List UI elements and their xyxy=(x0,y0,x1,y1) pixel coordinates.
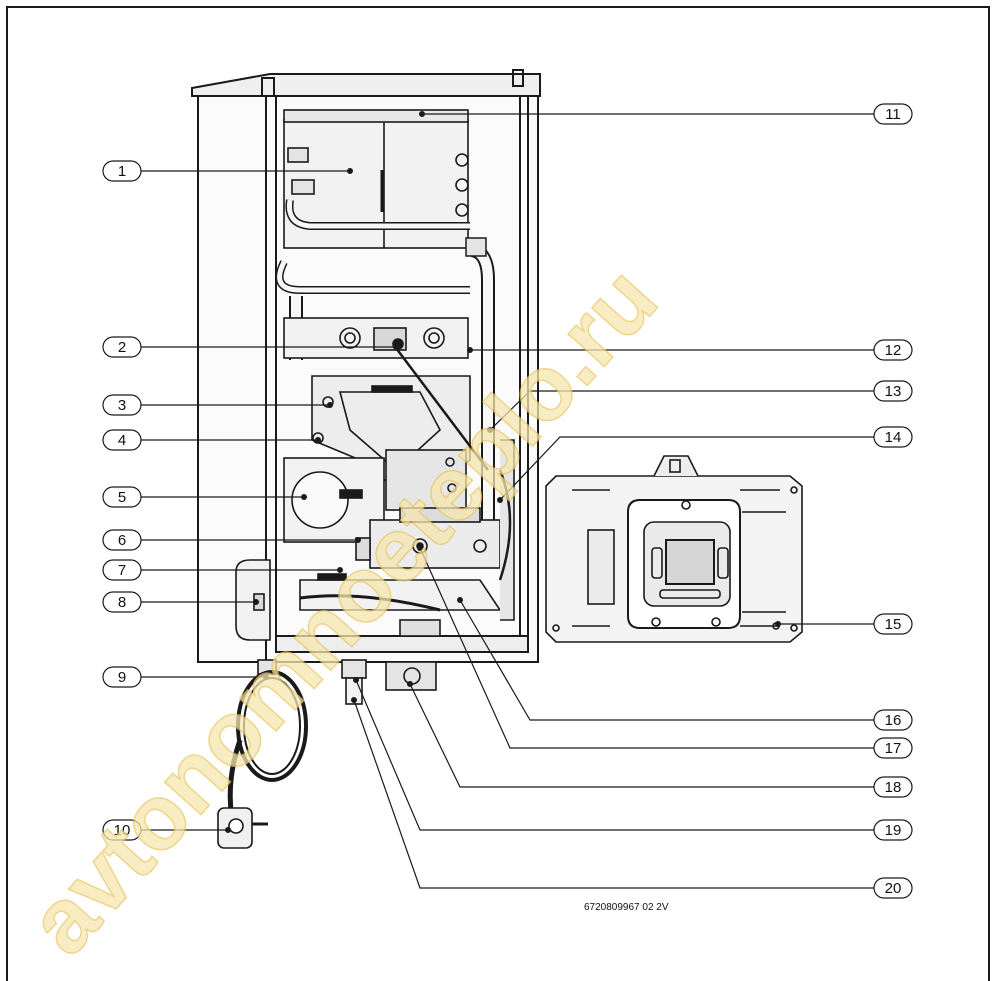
leader-dot-8 xyxy=(253,598,260,605)
leader-line-16 xyxy=(459,599,874,721)
callout-number-16: 16 xyxy=(885,712,902,729)
callout-badge-19 xyxy=(873,819,913,841)
callout-14: 14 xyxy=(873,426,913,448)
leader-dot-7 xyxy=(337,566,344,573)
callout-badge-6 xyxy=(102,529,142,551)
callout-10: 10 xyxy=(102,819,142,841)
callout-20: 20 xyxy=(873,877,913,899)
callout-3: 3 xyxy=(102,394,142,416)
leader-dot-9 xyxy=(263,673,270,680)
callout-19: 19 xyxy=(873,819,913,841)
fan xyxy=(283,457,385,543)
callout-2: 2 xyxy=(102,336,142,358)
leader-dot-1 xyxy=(347,168,354,175)
diagram-frame xyxy=(6,6,990,981)
callout-number-17: 17 xyxy=(885,740,902,757)
callout-number-18: 18 xyxy=(885,779,902,796)
callout-12: 12 xyxy=(873,339,913,361)
callout-8: 8 xyxy=(102,591,142,613)
leader-dot-5 xyxy=(301,494,308,501)
callout-4: 4 xyxy=(102,429,142,451)
leader-dot-2 xyxy=(393,344,400,351)
leader-dot-19 xyxy=(353,676,360,683)
callout-number-9: 9 xyxy=(118,669,126,686)
callout-badge-13 xyxy=(873,380,913,402)
leader-dot-18 xyxy=(407,680,414,687)
callout-number-4: 4 xyxy=(118,432,126,449)
callout-badge-17 xyxy=(873,737,913,759)
leader-dot-11 xyxy=(419,110,426,117)
callout-11: 11 xyxy=(873,103,913,125)
callout-badge-18 xyxy=(873,776,913,798)
callout-number-13: 13 xyxy=(885,383,902,400)
leader-dot-20 xyxy=(351,696,358,703)
callout-number-2: 2 xyxy=(118,339,126,356)
callout-6: 6 xyxy=(102,529,142,551)
callout-number-5: 5 xyxy=(118,489,126,506)
leader-dot-17 xyxy=(417,544,424,551)
callout-17: 17 xyxy=(873,737,913,759)
leader-line-17 xyxy=(419,547,874,749)
burner-assembly xyxy=(283,317,489,511)
callout-badge-2 xyxy=(102,336,142,358)
leader-line-20 xyxy=(353,699,874,889)
leader-dot-12 xyxy=(467,347,474,354)
callout-number-11: 11 xyxy=(885,106,901,123)
leader-lines xyxy=(141,110,874,889)
leader-dot-3 xyxy=(327,402,334,409)
leader-line-14 xyxy=(499,436,874,501)
callout-badge-4 xyxy=(102,429,142,451)
callout-badge-14 xyxy=(873,426,913,448)
heat-exchanger xyxy=(275,109,470,294)
leader-dot-6 xyxy=(355,536,362,543)
callout-badge-7 xyxy=(102,559,142,581)
callout-15: 15 xyxy=(873,613,913,635)
leader-line-19 xyxy=(355,679,874,831)
callout-badge-20 xyxy=(873,877,913,899)
callout-9: 9 xyxy=(102,666,142,688)
callout-number-7: 7 xyxy=(118,562,126,579)
callout-badge-15 xyxy=(873,613,913,635)
hydraulic-block xyxy=(299,439,515,637)
drawing-code: 6720809967 02 2V xyxy=(584,902,669,913)
callout-badge-16 xyxy=(873,709,913,731)
callout-number-3: 3 xyxy=(118,397,126,414)
callout-18: 18 xyxy=(873,776,913,798)
callout-number-19: 19 xyxy=(885,822,902,839)
callout-16: 16 xyxy=(873,709,913,731)
callout-number-8: 8 xyxy=(118,594,126,611)
callout-badge-5 xyxy=(102,486,142,508)
callout-5: 5 xyxy=(102,486,142,508)
leader-dot-13 xyxy=(487,427,494,434)
callout-number-15: 15 xyxy=(885,616,902,633)
callout-badge-3 xyxy=(102,394,142,416)
callout-number-10: 10 xyxy=(114,822,131,839)
riser-pipe xyxy=(465,237,495,520)
leader-dot-16 xyxy=(457,596,464,603)
callout-7: 7 xyxy=(102,559,142,581)
leader-line-18 xyxy=(409,683,874,788)
leader-dot-4 xyxy=(315,437,322,444)
callout-number-12: 12 xyxy=(885,342,902,359)
callout-badge-1 xyxy=(102,160,142,182)
callout-number-20: 20 xyxy=(885,880,902,897)
leader-dot-15 xyxy=(774,620,781,627)
callout-badge-9 xyxy=(102,666,142,688)
callout-badge-10 xyxy=(102,819,142,841)
callout-1: 1 xyxy=(102,160,142,182)
leader-line-13 xyxy=(489,390,874,431)
callout-badge-11 xyxy=(873,103,913,125)
callout-number-6: 6 xyxy=(118,532,126,549)
power-plug xyxy=(217,807,268,849)
callout-13: 13 xyxy=(873,380,913,402)
callout-badge-8 xyxy=(102,591,142,613)
control-panel xyxy=(545,455,803,643)
callout-number-14: 14 xyxy=(885,429,902,446)
leader-dot-10 xyxy=(225,826,232,833)
callout-badge-12 xyxy=(873,339,913,361)
leader-dot-14 xyxy=(497,497,504,504)
callout-number-1: 1 xyxy=(118,163,126,180)
